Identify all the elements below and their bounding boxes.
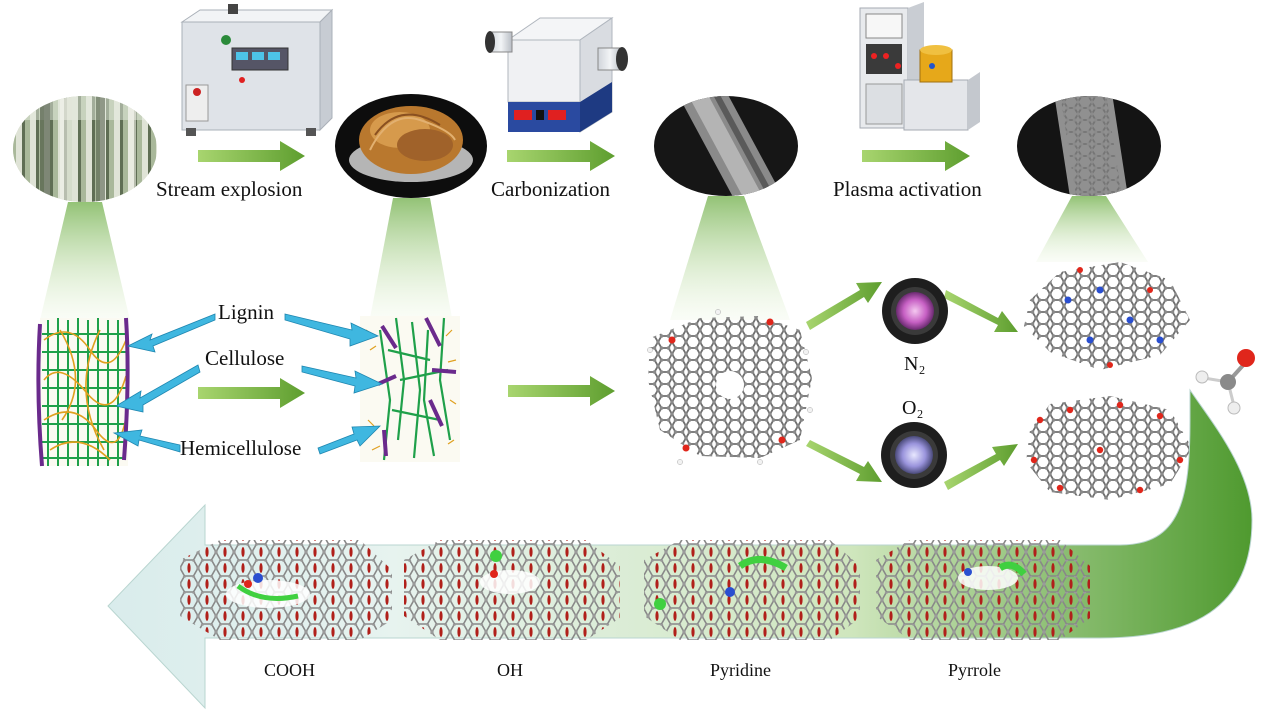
- bamboo-photo: [13, 96, 157, 202]
- label-hemicellulose: Hemicellulose: [180, 436, 302, 460]
- arrow-mid-1: [198, 378, 305, 408]
- label-lignin: Lignin: [218, 300, 274, 324]
- label-plasma-activation: Plasma activation: [833, 177, 982, 201]
- bamboo-fiber-structure: [36, 317, 130, 467]
- carbonization-furnace: [485, 17, 628, 133]
- cone-4: [1036, 196, 1148, 262]
- arrow-to-o2: [806, 440, 882, 482]
- label-oh: OH: [497, 660, 523, 680]
- label-carbonization: Carbonization: [491, 177, 610, 201]
- sem-image-porous-fiber: [1017, 96, 1161, 196]
- label-cellulose: Cellulose: [205, 346, 285, 370]
- label-o2: O₂: [902, 397, 924, 419]
- steam-explosion-machine: [180, 4, 334, 136]
- cone-2: [370, 198, 452, 318]
- model-cooh: [180, 540, 392, 640]
- arrow-mid-2: [508, 376, 615, 406]
- arrow-step-1: [198, 141, 305, 171]
- arrow-step-3: [862, 141, 970, 171]
- cone-3: [670, 196, 790, 320]
- o2-plasma-chamber: [881, 422, 947, 488]
- arrow-to-n2: [806, 282, 882, 330]
- plasma-activation-machine: [859, 2, 980, 131]
- exploded-fiber-structure: [360, 316, 460, 462]
- o-doped-sheet-model: [1026, 396, 1192, 500]
- sem-image-carbon-fiber: [654, 96, 798, 196]
- label-cooh: COOH: [264, 660, 316, 680]
- carbon-sheet-model: [647, 309, 813, 465]
- label-steam-explosion: Stream explosion: [156, 177, 303, 201]
- fibers-photo: [335, 94, 487, 198]
- cone-1: [40, 202, 130, 320]
- formaldehyde-molecule: [1195, 349, 1255, 415]
- arrow-step-2: [507, 141, 615, 171]
- n-doped-sheet-model: [1024, 262, 1190, 370]
- arrow-n2-out: [944, 290, 1018, 332]
- component-pointer-arrows: [112, 313, 384, 455]
- n2-plasma-chamber: [882, 278, 948, 344]
- label-pyridine: Pyridine: [710, 660, 771, 680]
- model-oh: [404, 540, 620, 640]
- label-pyrrole: Pyrrole: [948, 660, 1001, 680]
- arrow-o2-out: [944, 444, 1018, 490]
- model-pyridine: [644, 540, 860, 640]
- model-pyrrole: [876, 540, 1090, 640]
- label-n2: N₂: [904, 353, 926, 375]
